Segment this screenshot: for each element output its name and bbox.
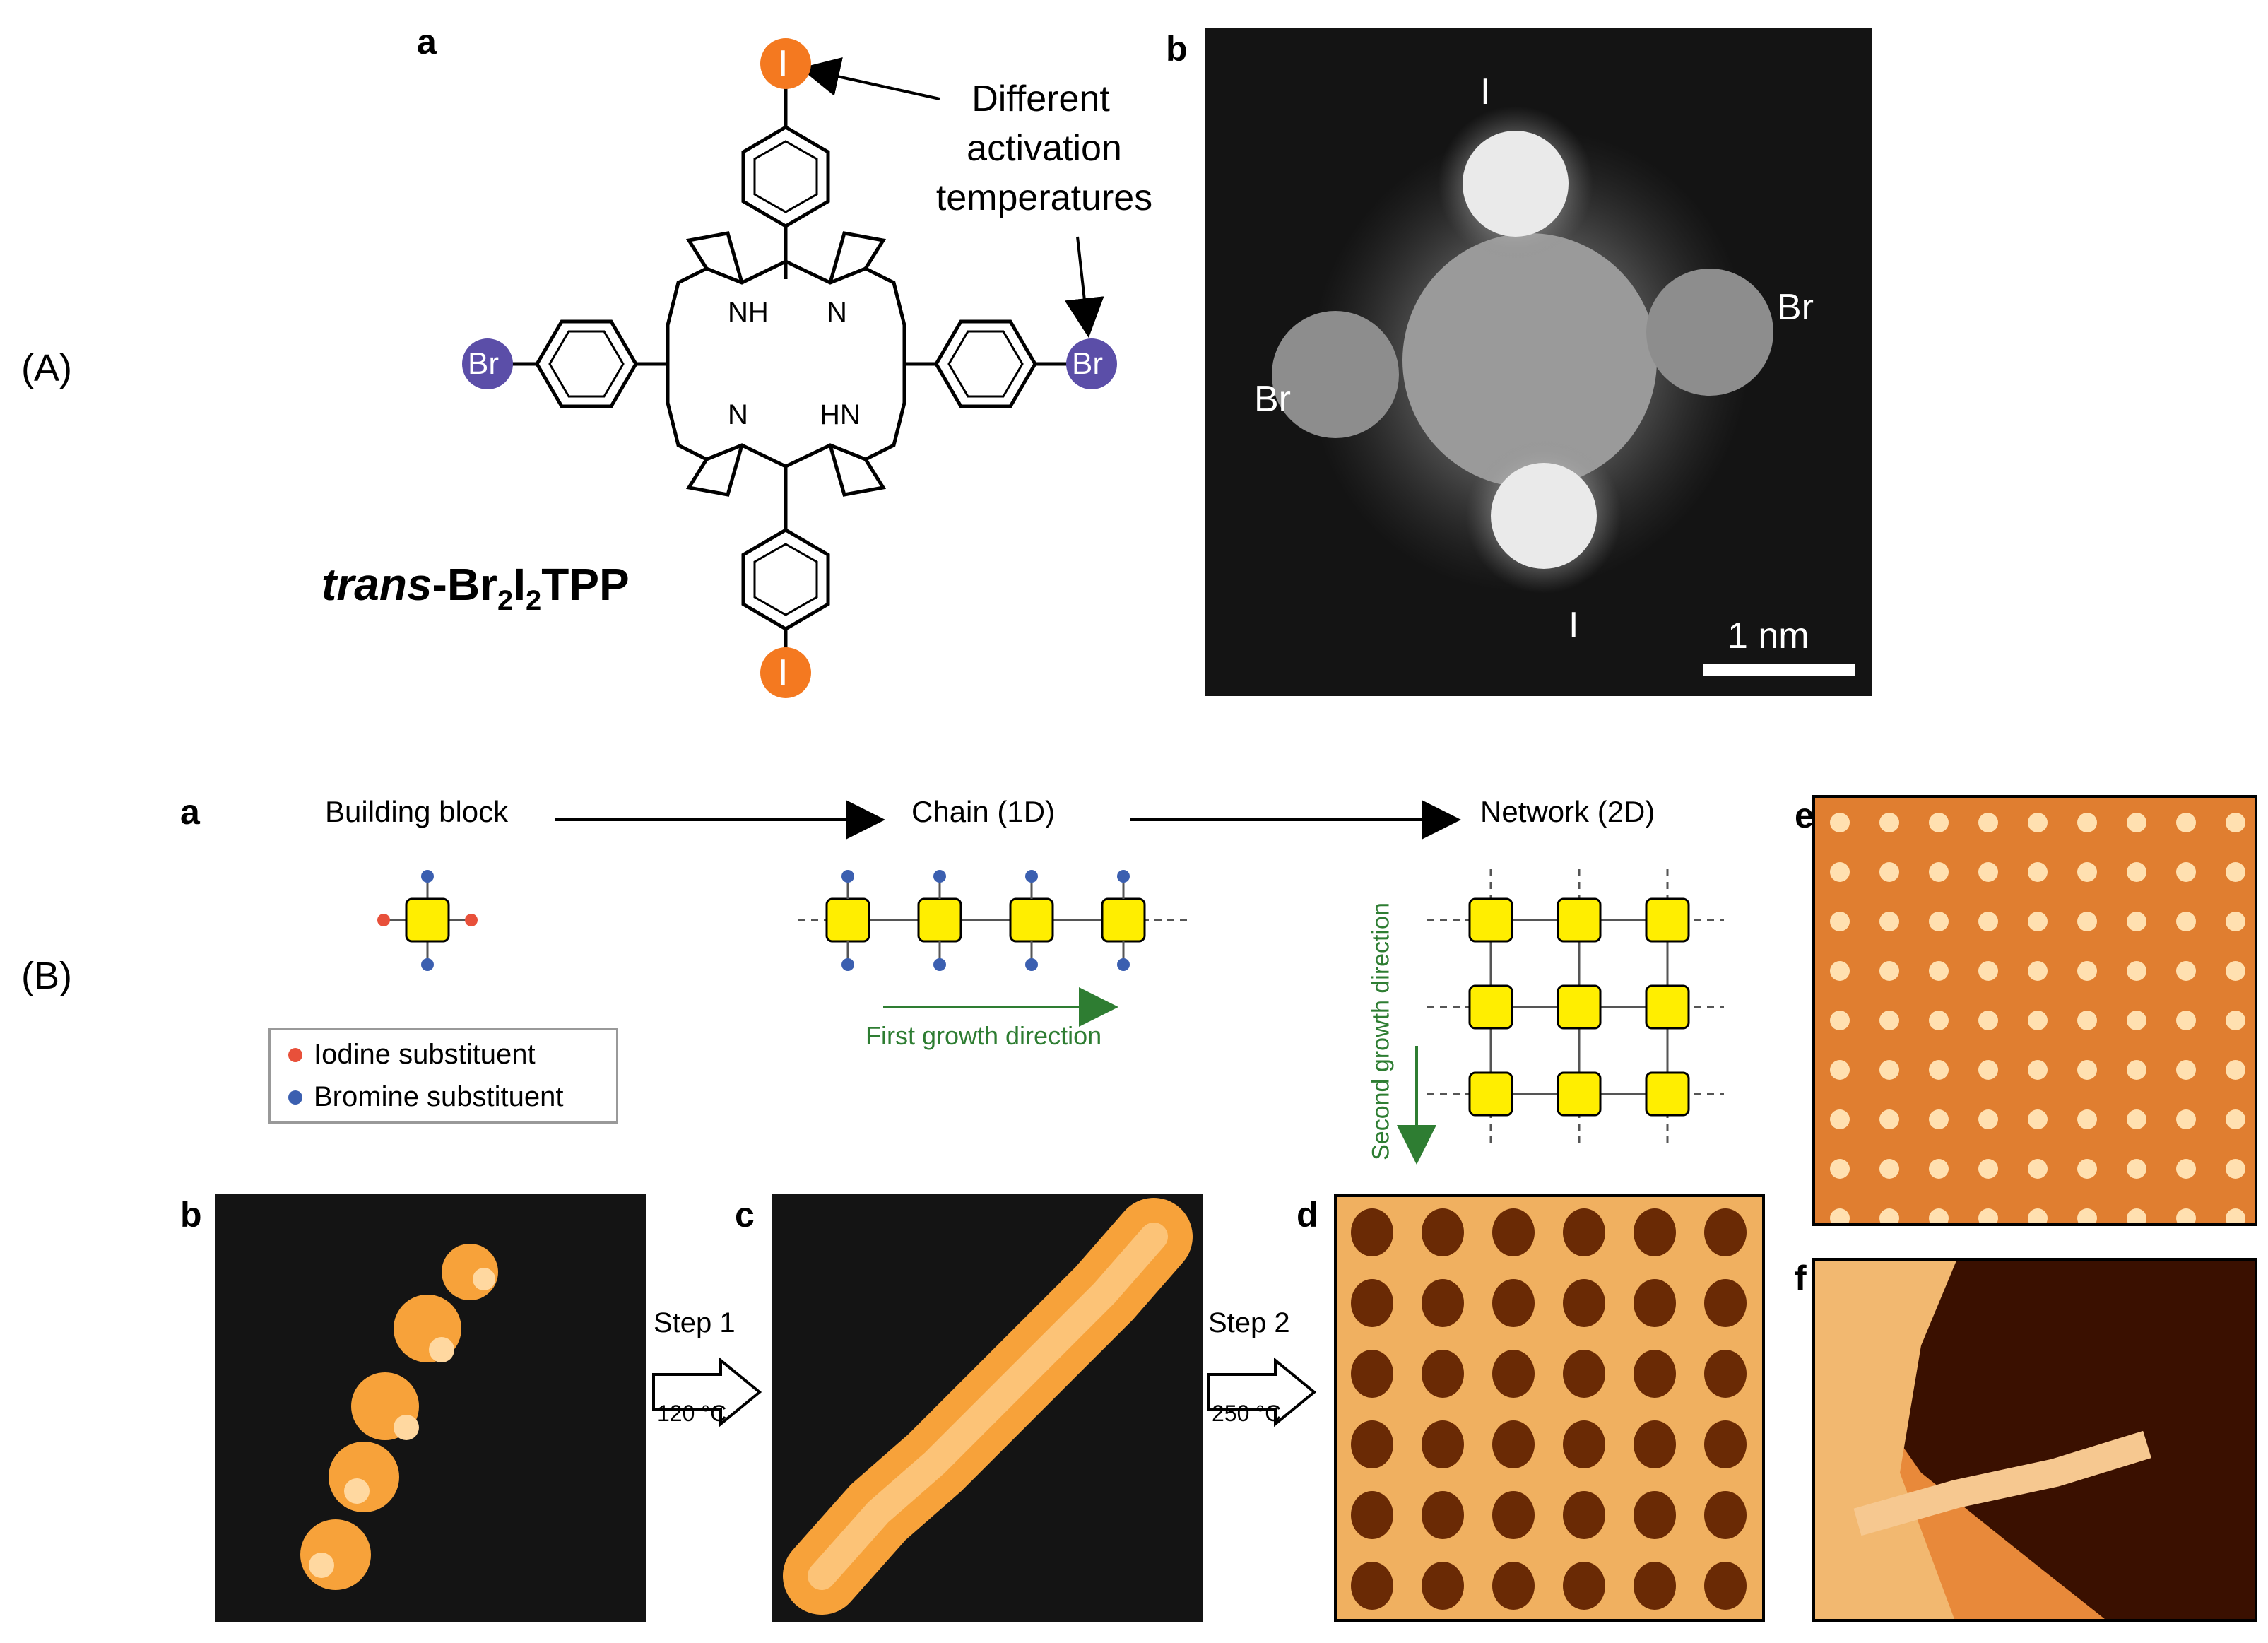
panel-b-e-letter: e (1795, 796, 1814, 835)
stm-e-graphic (1815, 798, 2255, 1223)
step1-label: Step 1 (654, 1307, 736, 1338)
iodine-atom-bottom (760, 647, 811, 698)
bromine-atom-left (462, 338, 513, 389)
compound-prefix: trans (321, 559, 432, 610)
panel-b-b-letter: b (180, 1195, 202, 1235)
stm-label-i-top: I (1480, 71, 1491, 112)
panel-b-d-letter: d (1297, 1195, 1318, 1235)
second-growth-label: Second growth direction (1367, 902, 1395, 1160)
stm-image-e (1812, 795, 2257, 1226)
section-b-label: (B) (21, 955, 72, 997)
stage-network: Network (2D) (1480, 795, 1655, 828)
compound-name: trans-Br2I2TPP (321, 559, 630, 616)
stm-blocks-graphic (300, 1244, 498, 1590)
iodine-atom-top (760, 38, 811, 89)
stm-network-graphic (1337, 1197, 1762, 1619)
n-label-top: N (827, 297, 847, 328)
stm-label-br-right: Br (1777, 287, 1814, 328)
scalebar (1703, 664, 1855, 676)
bromine-dot-icon (288, 1090, 302, 1105)
stm-f-graphic (1815, 1261, 2255, 1619)
legend-item-bromine: Bromine substituent (288, 1081, 564, 1113)
stage-chain: Chain (1D) (911, 795, 1056, 828)
iodine-label-bottom: I (778, 652, 789, 693)
stm-image-network (1334, 1194, 1765, 1622)
stm-image-building-blocks (215, 1194, 646, 1622)
arrow-to-iodine (800, 57, 940, 100)
schematic-figure (377, 800, 1724, 1165)
panel-b-f-letter: f (1795, 1259, 1807, 1298)
hn-label: HN (820, 399, 861, 430)
annotation-line-1: Different (971, 78, 1110, 119)
stm-image-f (1812, 1258, 2257, 1622)
panel-b-c-letter: c (735, 1195, 755, 1235)
stm-molecule-graphic (1272, 106, 1773, 594)
step2-arrow-icon (1207, 1357, 1317, 1427)
panel-b-a-letter: a (180, 792, 200, 832)
panel-a-letter: a (417, 22, 437, 61)
iodine-dot-icon (288, 1047, 302, 1062)
network-2d (1397, 869, 1724, 1165)
annotation-line-3: temperatures (935, 177, 1153, 218)
bromine-atom-right (1066, 338, 1117, 389)
stm-label-i-bottom: I (1569, 605, 1579, 646)
step1-arrow-icon (652, 1357, 762, 1427)
stm-chain-graphic (783, 1198, 1193, 1615)
n-label-bottom: N (728, 399, 748, 430)
stm-label-br-left: Br (1254, 379, 1291, 420)
annotation-line-2: activation (967, 128, 1122, 169)
bromine-label-left: Br (468, 346, 499, 381)
arrow-to-bromine (1064, 236, 1104, 338)
scalebar-label: 1 nm (1727, 616, 1809, 656)
nh-label: NH (728, 297, 769, 328)
stm-image-chain (772, 1194, 1203, 1622)
legend-item-iodine: Iodine substituent (288, 1039, 536, 1071)
bromine-label-right: Br (1072, 346, 1103, 381)
stm-molecule-image (1205, 28, 1872, 696)
porphyrin-structure-figure (462, 38, 1117, 698)
first-growth-label: First growth direction (866, 1021, 1102, 1050)
chain-1d (798, 870, 1187, 1027)
stage-building-block: Building block (325, 795, 509, 828)
section-a-label: (A) (21, 347, 72, 389)
step2-label: Step 2 (1208, 1307, 1290, 1338)
legend: Iodine substituent Bromine substituent (268, 1028, 618, 1124)
step1-temp: 120 °C (657, 1401, 727, 1426)
iodine-label-top: I (778, 43, 789, 84)
step2-temp: 250 °C (1212, 1401, 1282, 1426)
panel-b-letter: b (1166, 29, 1188, 69)
building-block (377, 870, 478, 971)
